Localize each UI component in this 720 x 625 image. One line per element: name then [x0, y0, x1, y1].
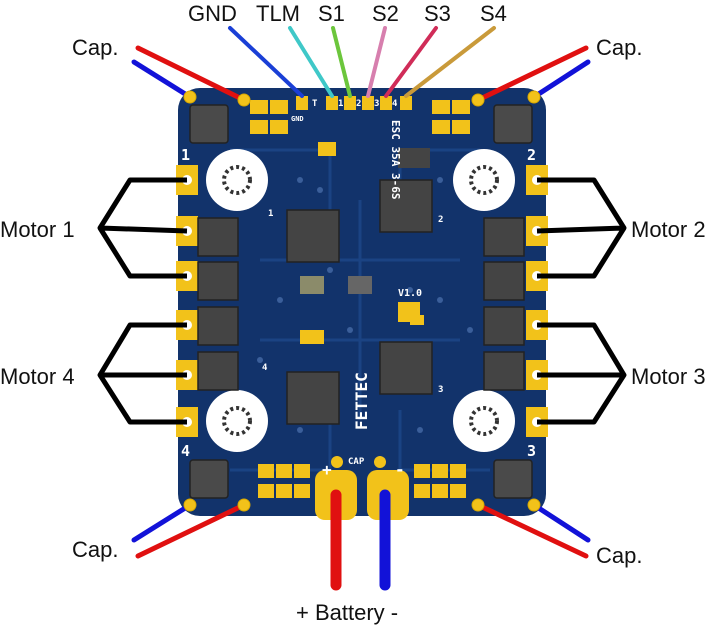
pcb-corner-2: 2: [527, 146, 536, 164]
phase-fets: [197, 217, 525, 391]
pcb-plus-text: +: [322, 460, 332, 479]
cap-wire-br-red: [475, 502, 589, 559]
motor4-wires: [97, 322, 187, 425]
wire-tlm: [288, 26, 334, 98]
label-tlm: TLM: [256, 1, 300, 26]
wire-gnd: [228, 26, 304, 98]
label-motor-2: Motor 2: [631, 217, 706, 242]
pcb-pad-1: 1: [338, 99, 343, 109]
label-s2: S2: [372, 1, 399, 26]
pcb-brand-text: FETTEC: [352, 372, 371, 430]
mount-hole-2: [453, 149, 515, 211]
label-gnd: GND: [188, 1, 237, 26]
label-s1: S1: [318, 1, 345, 26]
motor3-wires: [537, 322, 627, 425]
pcb-model-text: ESC 35A 3-6S: [389, 120, 402, 199]
pcb-corner-3: 3: [527, 442, 536, 460]
label-motor-1: Motor 1: [0, 217, 75, 242]
label-cap-top-right: Cap.: [596, 35, 642, 60]
pcb-pad-3: 3: [374, 99, 379, 109]
cap-wire-bl-blue: [131, 502, 193, 543]
pcb-pad-2: 2: [356, 99, 361, 109]
cap-wire-tl-blue: [131, 59, 193, 100]
label-cap-bottom-right: Cap.: [596, 543, 642, 568]
label-s3: S3: [424, 1, 451, 26]
label-cap-bottom-left: Cap.: [72, 537, 118, 562]
label-cap-top-left: Cap.: [72, 35, 118, 60]
pcb-pad-4: 4: [392, 99, 398, 109]
pcb-fet-1: 1: [268, 209, 273, 219]
pcb-fet-4: 4: [262, 363, 268, 373]
pcb-cap-text: CAP: [348, 457, 365, 467]
label-s4: S4: [480, 1, 507, 26]
cap-wire-tr-blue: [531, 59, 591, 100]
label-battery: + Battery -: [296, 600, 398, 625]
cap-solder-points: [183, 90, 541, 512]
corner-chips: [189, 104, 533, 499]
wire-s2: [366, 26, 387, 98]
signal-pads: [296, 96, 412, 110]
wire-s4: [404, 26, 496, 98]
main-ics: [286, 179, 433, 425]
cap-wire-tl-red: [135, 45, 247, 103]
motor1-wires: [97, 177, 188, 279]
cap-wire-tr-red: [475, 45, 589, 103]
pcb-version-text: V1.0: [398, 288, 422, 299]
pcb-corner-1: 1: [181, 146, 190, 164]
cap-wires: [131, 45, 591, 559]
pcb-vias: [257, 177, 473, 433]
smd-parts: [250, 100, 470, 498]
wire-s1: [331, 26, 352, 98]
pcb-fet-2: 2: [438, 215, 443, 225]
label-motor-4: Motor 4: [0, 364, 75, 389]
mount-holes: [206, 149, 515, 452]
cap-wire-br-blue: [531, 502, 591, 543]
motor-wires: [97, 177, 627, 425]
signal-wires: [228, 26, 496, 98]
motor2-wires: [536, 177, 627, 279]
label-motor-3: Motor 3: [631, 364, 706, 389]
mount-hole-1: [206, 149, 268, 211]
pcb-corner-4: 4: [181, 442, 190, 460]
battery-wires: [330, 489, 391, 591]
mount-hole-4: [206, 390, 268, 452]
mount-hole-3: [453, 390, 515, 452]
pcb-minus-text: -: [395, 460, 405, 479]
cap-wire-bl-red: [135, 502, 247, 559]
wire-s3: [384, 26, 438, 98]
pcb-fet-3: 3: [438, 385, 443, 395]
pcb-pad-t: T: [312, 99, 318, 109]
pcb-board: [178, 88, 546, 516]
pcb-gnd-text: GND: [291, 115, 304, 123]
